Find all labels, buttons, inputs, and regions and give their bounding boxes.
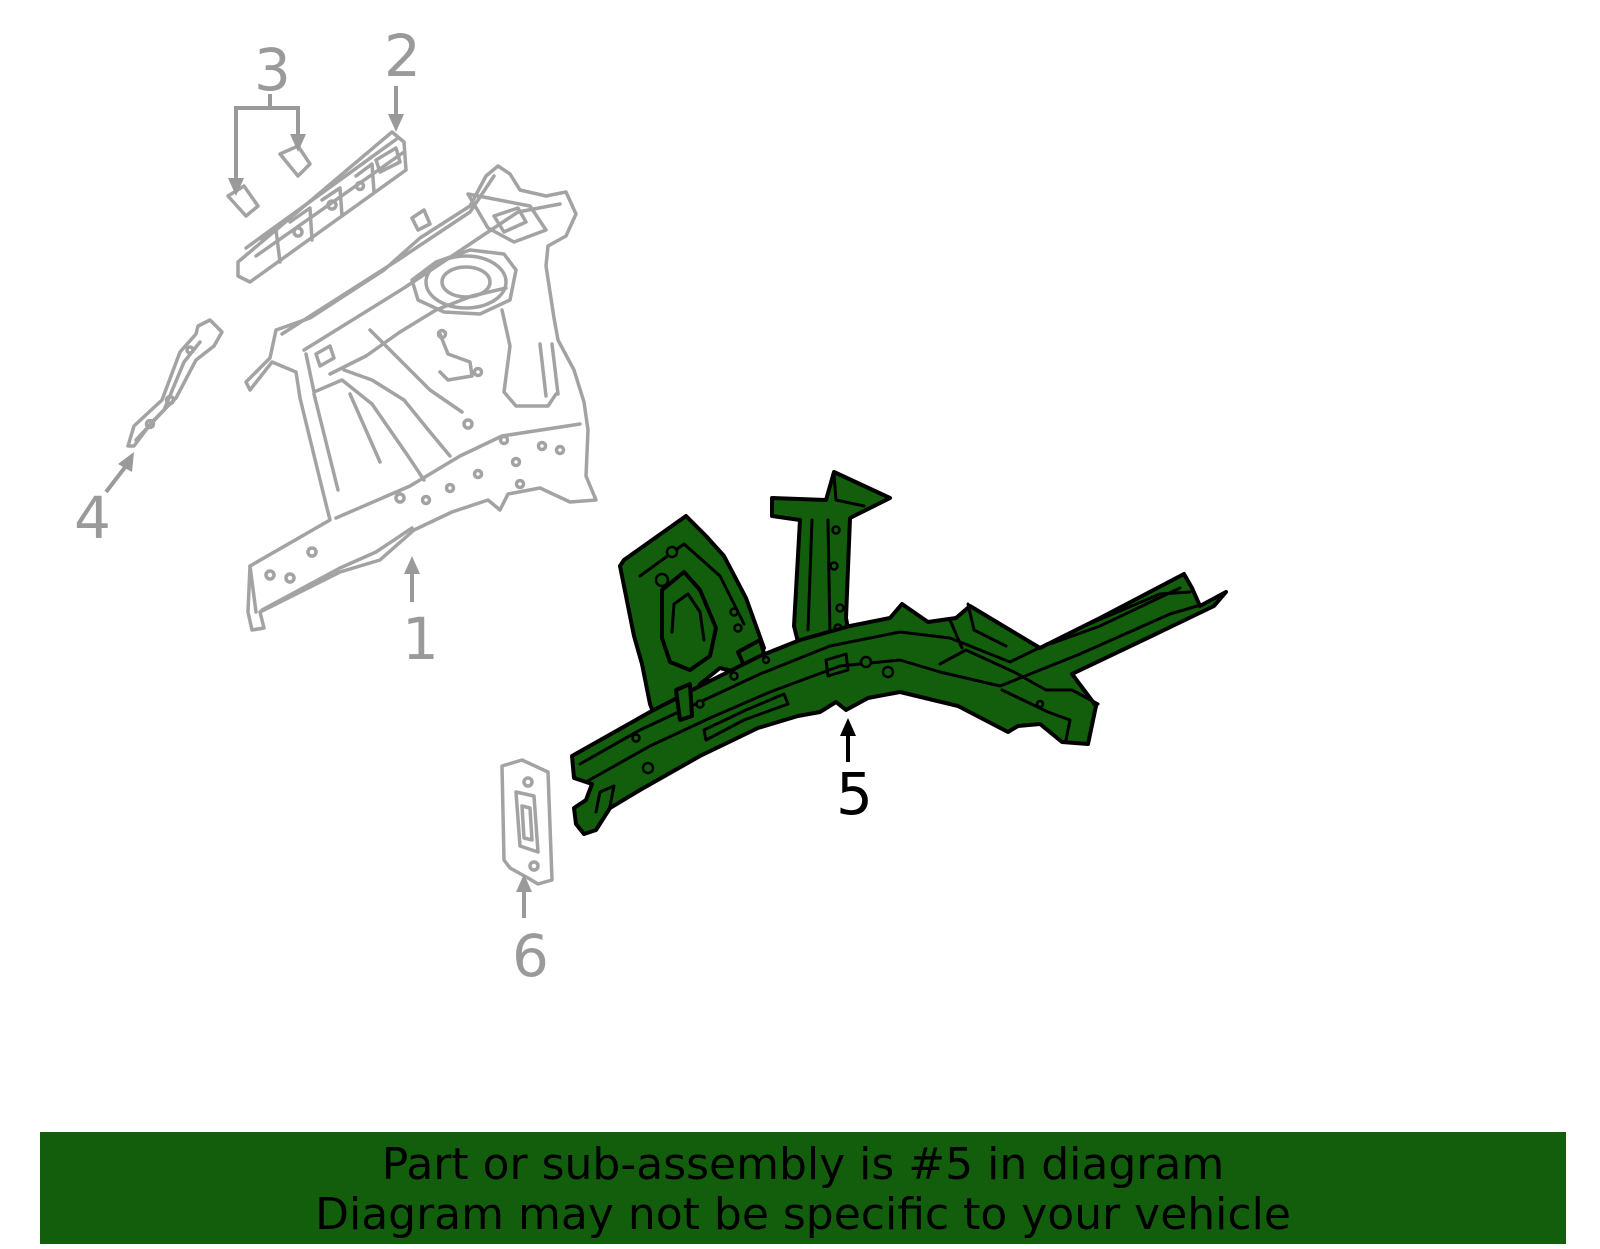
callout-arrow-1 — [404, 556, 420, 602]
callout-arrow-6 — [516, 874, 532, 918]
callout-1: 1 — [402, 605, 439, 673]
callout-6: 6 — [512, 922, 549, 990]
callout-3: 3 — [254, 36, 291, 104]
part-6-plate — [500, 758, 554, 886]
callout-arrow-3 — [228, 94, 306, 196]
part-4-gusset — [126, 318, 224, 448]
part-2-upper-rail — [236, 130, 408, 284]
part-5-front-side-member — [570, 470, 1228, 836]
callout-5: 5 — [836, 760, 873, 828]
callout-arrow-4 — [104, 452, 134, 494]
callout-arrow-5 — [840, 718, 856, 762]
callout-4: 4 — [74, 484, 111, 552]
part-1-apron-assembly — [244, 164, 598, 632]
callout-2: 2 — [384, 22, 421, 90]
info-banner: Part or sub-assembly is #5 in diagram Di… — [40, 1132, 1566, 1244]
banner-line-disclaimer: Diagram may not be specific to your vehi… — [315, 1189, 1291, 1240]
callout-arrow-2 — [388, 86, 404, 132]
banner-line-part: Part or sub-assembly is #5 in diagram — [381, 1139, 1225, 1190]
